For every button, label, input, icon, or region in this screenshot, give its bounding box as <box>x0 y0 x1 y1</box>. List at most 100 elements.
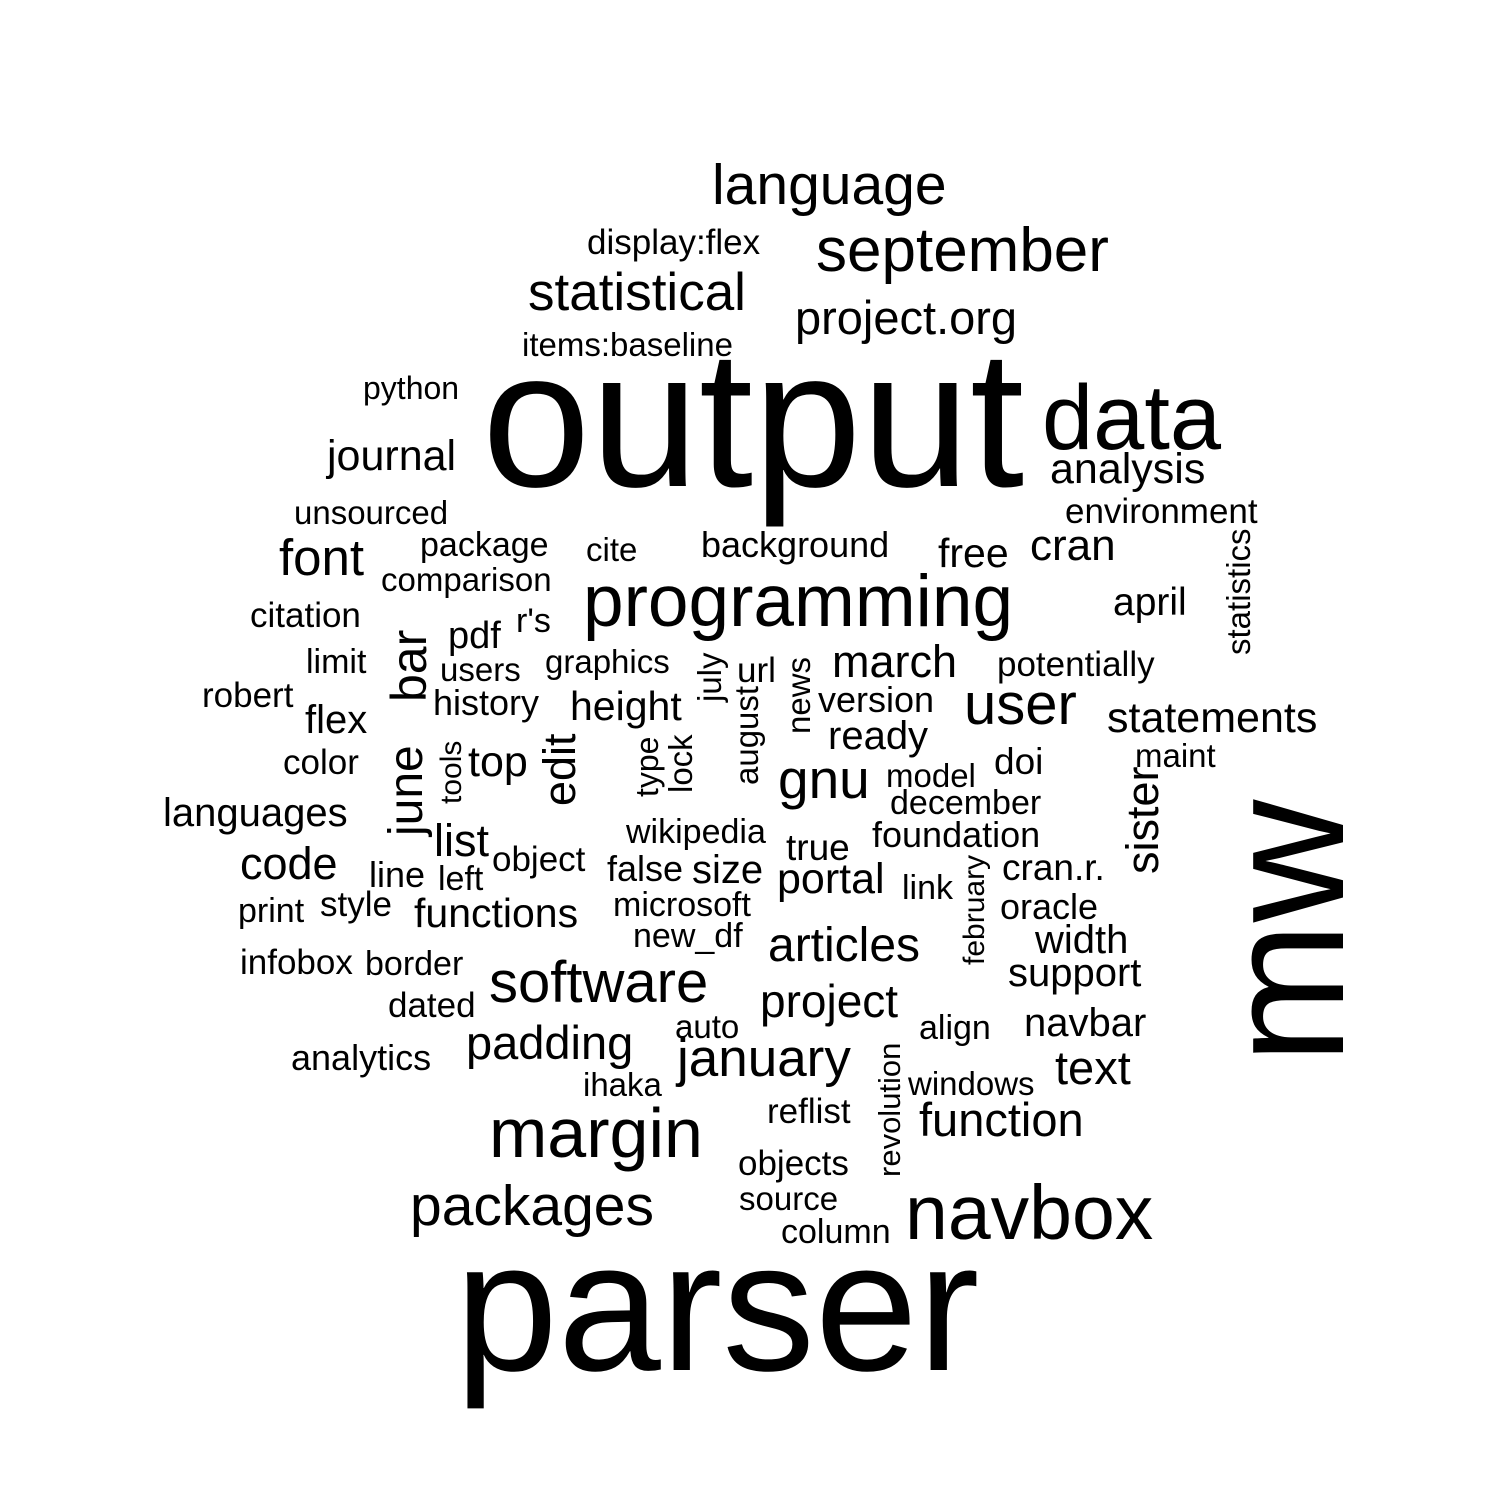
word-cite: cite <box>586 531 638 568</box>
word-border: border <box>365 945 464 983</box>
word-sister: sister <box>1117 766 1168 874</box>
word-analysis: analysis <box>1050 445 1206 493</box>
word-function: function <box>919 1093 1084 1146</box>
word-package: package <box>420 526 549 564</box>
word-items-baseline: items:baseline <box>522 326 733 363</box>
word-code: code <box>240 838 338 889</box>
word-reflist: reflist <box>767 1092 851 1131</box>
word-mw: mw <box>1190 799 1380 1064</box>
word-pdf: pdf <box>448 615 501 657</box>
word-type: type <box>629 736 665 797</box>
word-analytics: analytics <box>291 1037 432 1078</box>
word-users: users <box>440 651 521 688</box>
word-maint: maint <box>1135 737 1216 774</box>
word-padding: padding <box>466 1016 634 1069</box>
word-infobox: infobox <box>240 943 353 982</box>
word-march: march <box>832 636 958 687</box>
word-auto: auto <box>675 1008 740 1045</box>
word-gnu: gnu <box>778 748 870 810</box>
word-line: line <box>369 854 426 895</box>
word-december: december <box>890 784 1042 822</box>
word-r-s: r's <box>516 602 551 640</box>
word-left: left <box>438 860 484 898</box>
word-false: false <box>607 848 684 889</box>
word-dated: dated <box>388 986 476 1025</box>
word-cran: cran <box>1030 521 1116 570</box>
word-project: project <box>760 975 899 1027</box>
word-cran-r: cran.r. <box>1002 847 1105 888</box>
word-python: python <box>363 370 460 406</box>
word-statistics: statistics <box>1220 528 1257 655</box>
word-align: align <box>919 1009 991 1047</box>
word-top: top <box>468 738 528 786</box>
word-wikipedia: wikipedia <box>626 813 766 851</box>
word-background: background <box>701 524 890 565</box>
word-statistical: statistical <box>528 263 746 322</box>
word-objects: objects <box>738 1144 849 1183</box>
word-windows: windows <box>908 1065 1035 1102</box>
word-color: color <box>283 743 359 782</box>
word-functions: functions <box>414 890 579 936</box>
word-model: model <box>886 757 976 794</box>
word-language: language <box>712 153 947 217</box>
word-january: january <box>677 1029 851 1088</box>
word-oracle: oracle <box>1000 886 1099 927</box>
word-history: history <box>433 682 540 723</box>
word-journal: journal <box>327 432 457 480</box>
word-revolution: revolution <box>872 1042 907 1177</box>
word-column: column <box>781 1213 891 1251</box>
word-unsourced: unsourced <box>294 494 449 531</box>
word-project-org: project.org <box>795 291 1018 344</box>
word-url: url <box>737 651 776 690</box>
word-version: version <box>818 679 935 720</box>
word-potentially: potentially <box>997 645 1155 684</box>
word-languages: languages <box>163 791 348 835</box>
word-size: size <box>692 848 764 892</box>
word-graphics: graphics <box>545 643 670 680</box>
word-february: february <box>958 854 991 965</box>
word-ready: ready <box>828 714 929 758</box>
word-source: source <box>739 1180 839 1217</box>
word-margin: margin <box>489 1094 703 1172</box>
word-display-flex: display:flex <box>587 223 761 262</box>
word-statements: statements <box>1107 694 1318 742</box>
word-free: free <box>938 530 1009 576</box>
word-object: object <box>492 840 586 879</box>
word-august: august <box>728 685 765 785</box>
word-lock: lock <box>662 734 699 793</box>
word-link: link <box>902 869 954 907</box>
word-parser: parser <box>455 1204 980 1410</box>
word-april: april <box>1113 581 1187 624</box>
word-width: width <box>1035 918 1129 962</box>
word-print: print <box>238 892 305 930</box>
word-comparison: comparison <box>381 561 552 598</box>
word-new-df: new_df <box>633 917 743 955</box>
word-navbox: navbox <box>905 1170 1154 1256</box>
word-ihaka: ihaka <box>583 1066 662 1103</box>
word-tools: tools <box>435 740 468 804</box>
word-robert: robert <box>202 676 294 715</box>
word-packages: packages <box>410 1174 655 1238</box>
word-foundation: foundation <box>872 814 1041 855</box>
word-software: software <box>489 950 709 1015</box>
word-news: news <box>780 656 817 734</box>
word-navbar: navbar <box>1024 1001 1147 1045</box>
word-edit: edit <box>534 733 585 806</box>
word-environment: environment <box>1065 492 1258 531</box>
word-doi: doi <box>994 741 1044 782</box>
word-articles: articles <box>768 919 921 972</box>
word-june: june <box>380 745 433 836</box>
word-july: july <box>691 652 728 702</box>
word-style: style <box>320 885 392 924</box>
word-font: font <box>279 529 365 586</box>
word-support: support <box>1008 951 1142 995</box>
word-citation: citation <box>250 596 361 635</box>
word-user: user <box>964 672 1077 737</box>
word-limit: limit <box>306 643 367 681</box>
word-portal: portal <box>777 855 885 903</box>
word-bar: bar <box>381 629 437 702</box>
word-flex: flex <box>305 698 368 742</box>
word-height: height <box>570 683 682 729</box>
word-text: text <box>1055 1041 1131 1094</box>
